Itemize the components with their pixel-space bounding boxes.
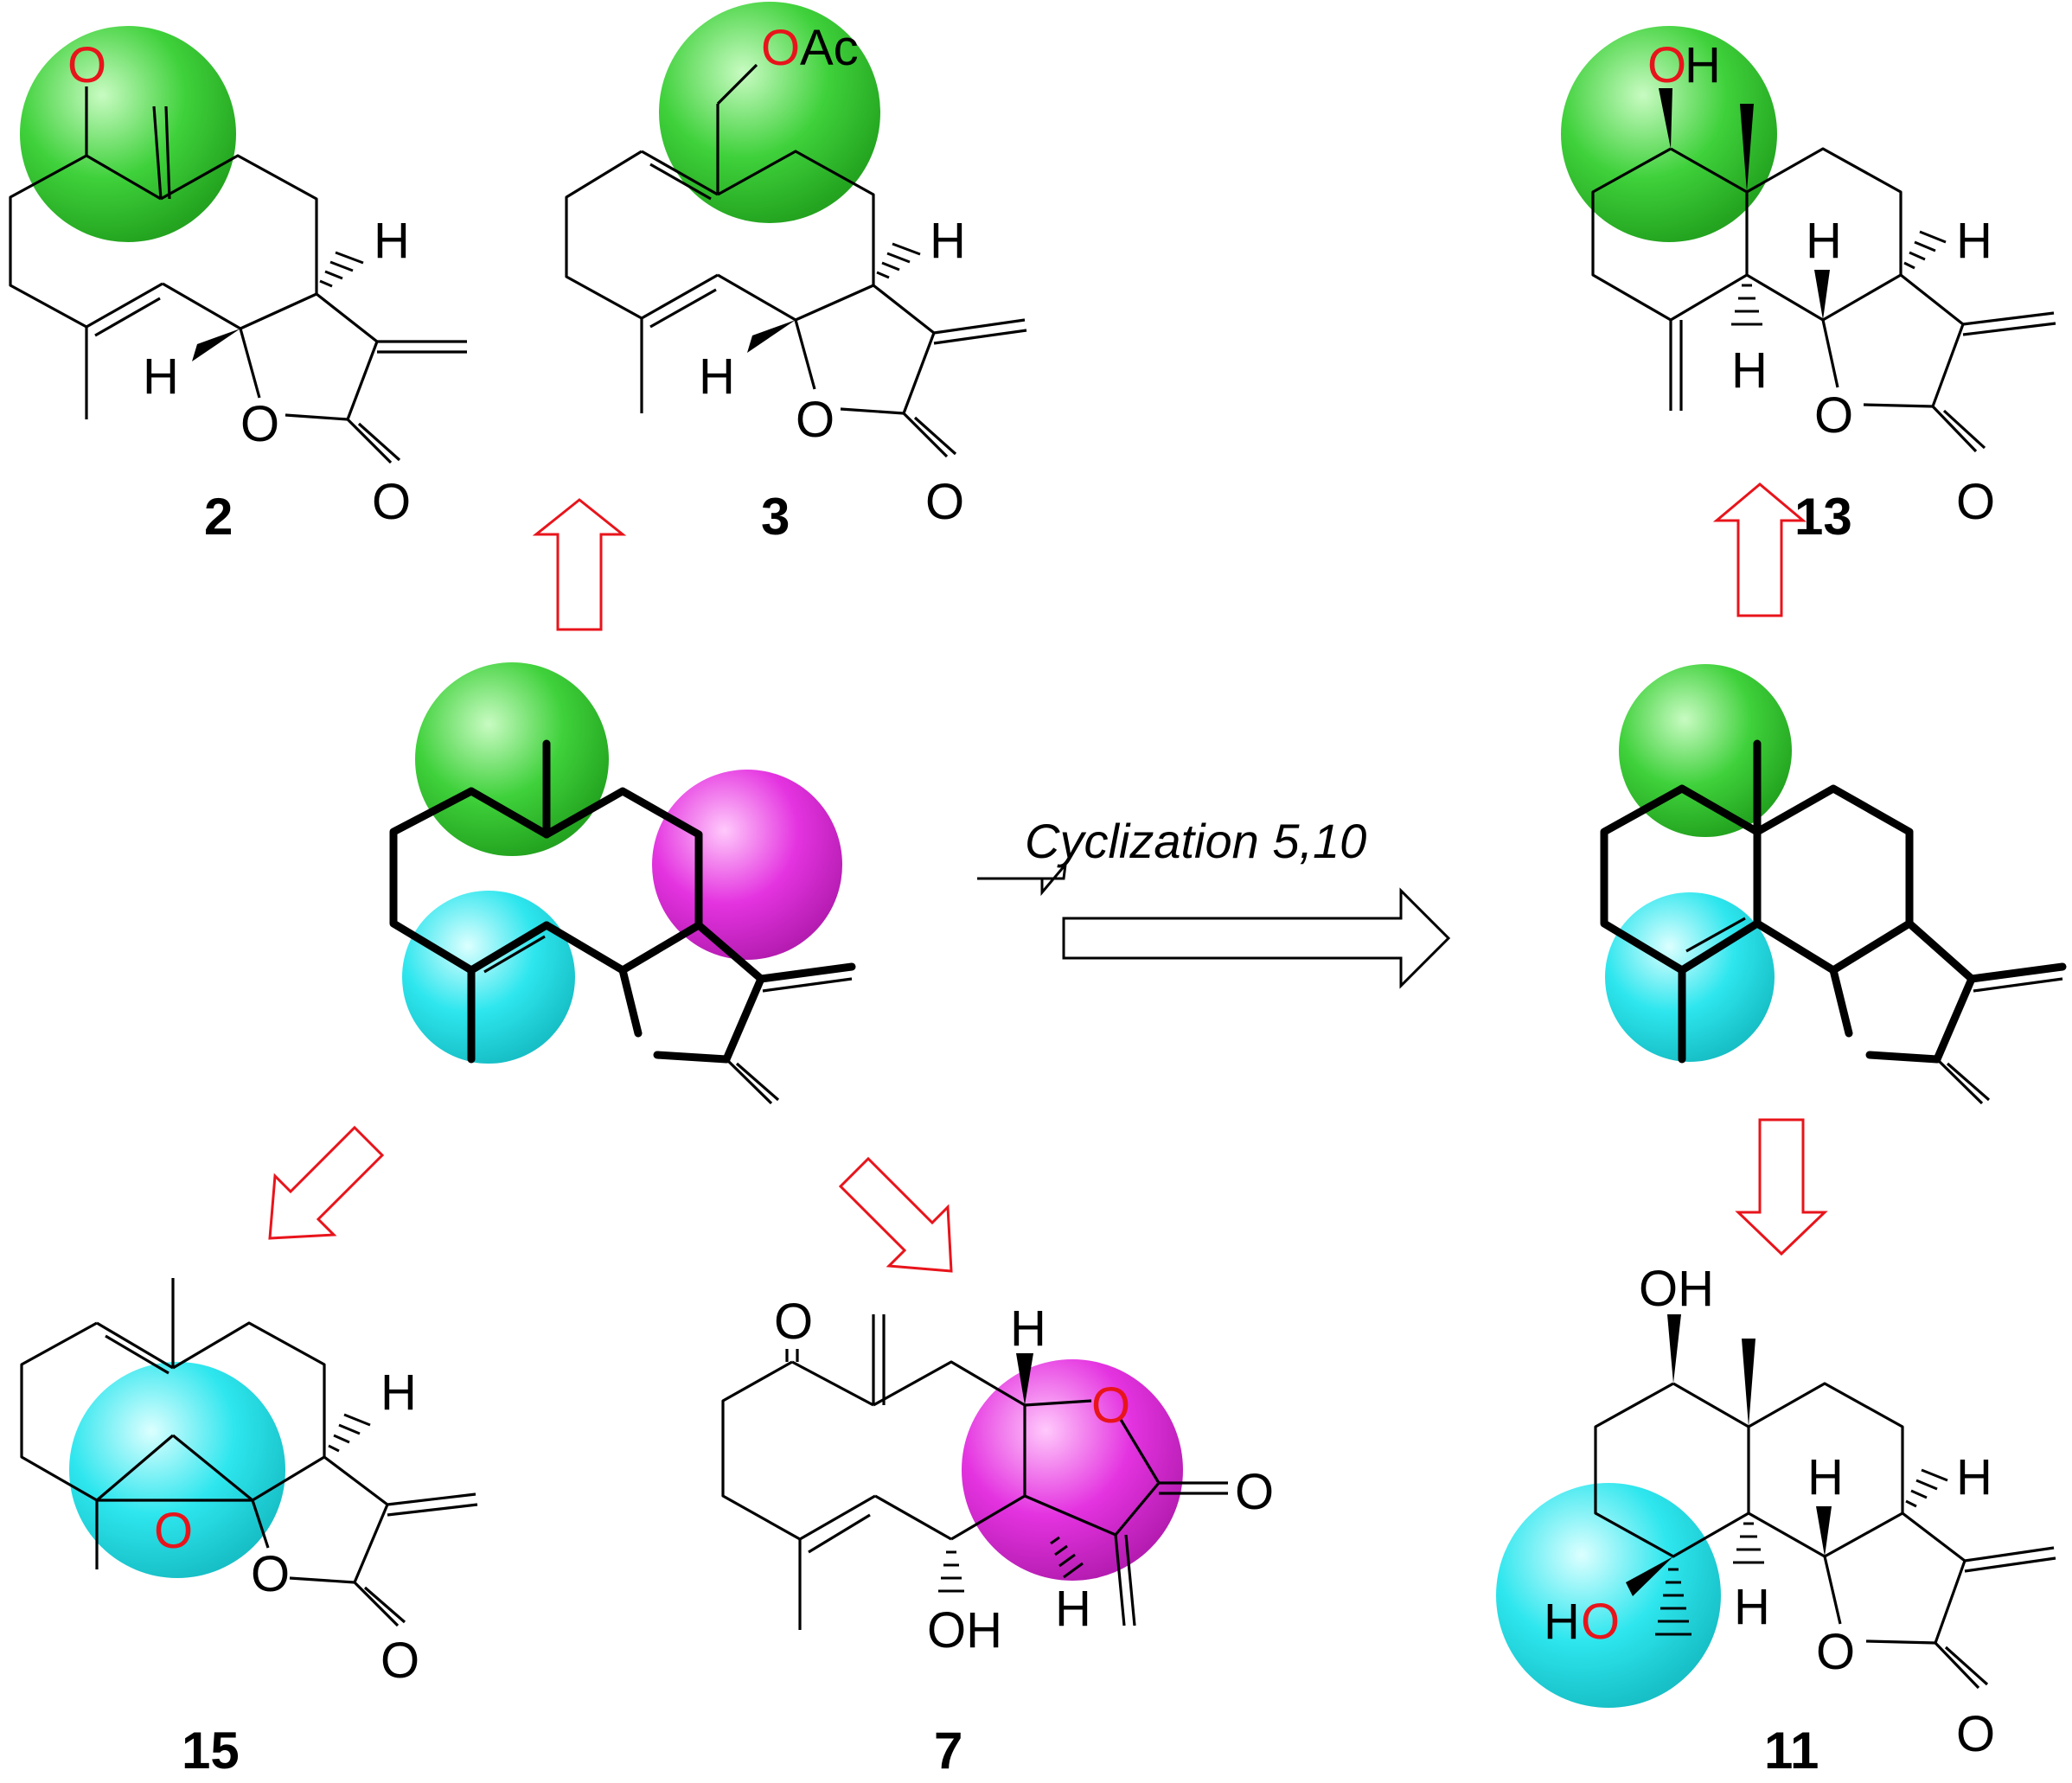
germacranolide-precursor <box>389 662 856 1105</box>
atom-h-below: H <box>1734 1579 1770 1635</box>
cyan-highlight-circle <box>402 891 575 1064</box>
atom-o-carbonyl: O <box>925 474 964 530</box>
green-highlight-circle <box>415 662 609 856</box>
atom-oh-h: H <box>1685 37 1721 93</box>
atom-oac-ac: Ac <box>800 20 859 76</box>
cyan-highlight-circle <box>1496 1483 1721 1708</box>
compound-label-3: 3 <box>761 488 790 546</box>
atom-h-right: H <box>1956 213 1992 269</box>
atom-h-bottom: H <box>1055 1581 1091 1637</box>
eudesmanolide-product <box>1600 664 2067 1105</box>
atom-h-mid: H <box>1806 213 1842 269</box>
compound-2: O H H O O 2 <box>9 26 467 546</box>
atom-o-ring: O <box>240 396 279 452</box>
compound-15: H O O O 15 <box>20 1278 478 1780</box>
green-highlight-circle <box>20 26 236 242</box>
compound-label-11: 11 <box>1764 1722 1819 1780</box>
compound-label-13: 13 <box>1794 488 1852 546</box>
atom-oh-o: O <box>1647 37 1686 93</box>
atom-h-top: H <box>381 1364 417 1421</box>
atom-h-top: H <box>930 213 966 269</box>
atom-o-epoxide: O <box>154 1503 193 1559</box>
red-arrow-down-right <box>838 1156 953 1273</box>
compound-7: O H O O H OH 7 <box>721 1294 1274 1780</box>
atom-oh-top: OH <box>1639 1261 1714 1317</box>
atom-o-ring: O <box>796 392 835 448</box>
cyclization-arrow <box>977 860 1451 989</box>
atom-o-ketone: O <box>67 37 106 93</box>
atom-o-ring: O <box>251 1546 290 1602</box>
cyan-highlight-circle <box>1605 892 1775 1062</box>
atom-oh: OH <box>927 1602 1002 1658</box>
red-arrow-down-left <box>268 1125 385 1240</box>
atom-h-left: H <box>143 348 179 405</box>
compound-label-15: 15 <box>182 1722 240 1780</box>
magenta-highlight-circle <box>652 770 842 960</box>
atom-ho-o: O <box>1581 1594 1620 1650</box>
red-arrow-up-right <box>1712 482 1807 617</box>
red-arrow-up-left <box>532 498 627 631</box>
atom-o-ring: O <box>1814 387 1853 444</box>
compound-3: O Ac H H O O 3 <box>565 2 1027 546</box>
atom-o-carbonyl: O <box>1956 1706 1995 1762</box>
atom-o-carbonyl: O <box>1956 474 1995 530</box>
atom-h-left: H <box>699 348 735 405</box>
atom-h-right: H <box>1956 1449 1992 1505</box>
compound-13: O H H H H O O 13 <box>1561 26 2056 546</box>
cyan-highlight-circle <box>69 1362 285 1578</box>
atom-h-top: H <box>1010 1301 1046 1357</box>
magenta-highlight-circle <box>962 1359 1183 1581</box>
red-arrow-down <box>1735 1118 1828 1256</box>
cyclization-label: Cyclization 5,10 <box>1025 814 1366 868</box>
atom-o-ring: O <box>1091 1377 1130 1434</box>
atom-ho-h: H <box>1544 1594 1580 1650</box>
atom-o-carbonyl: O <box>372 474 411 530</box>
atom-o-ring: O <box>1816 1624 1855 1680</box>
atom-h-mid: H <box>1807 1449 1844 1505</box>
atom-o-carbonyl: O <box>381 1633 419 1689</box>
compound-label-2: 2 <box>204 488 233 546</box>
atom-o-ketone: O <box>774 1294 813 1350</box>
atom-h-top: H <box>374 213 410 269</box>
green-highlight-circle <box>1619 664 1792 837</box>
atom-oac-o: O <box>761 20 800 76</box>
atom-o-carbonyl: O <box>1235 1464 1274 1520</box>
compound-11: OH H H H H O O O 11 <box>1496 1261 2056 1780</box>
compound-label-7: 7 <box>934 1722 962 1780</box>
atom-h-below: H <box>1731 342 1768 399</box>
